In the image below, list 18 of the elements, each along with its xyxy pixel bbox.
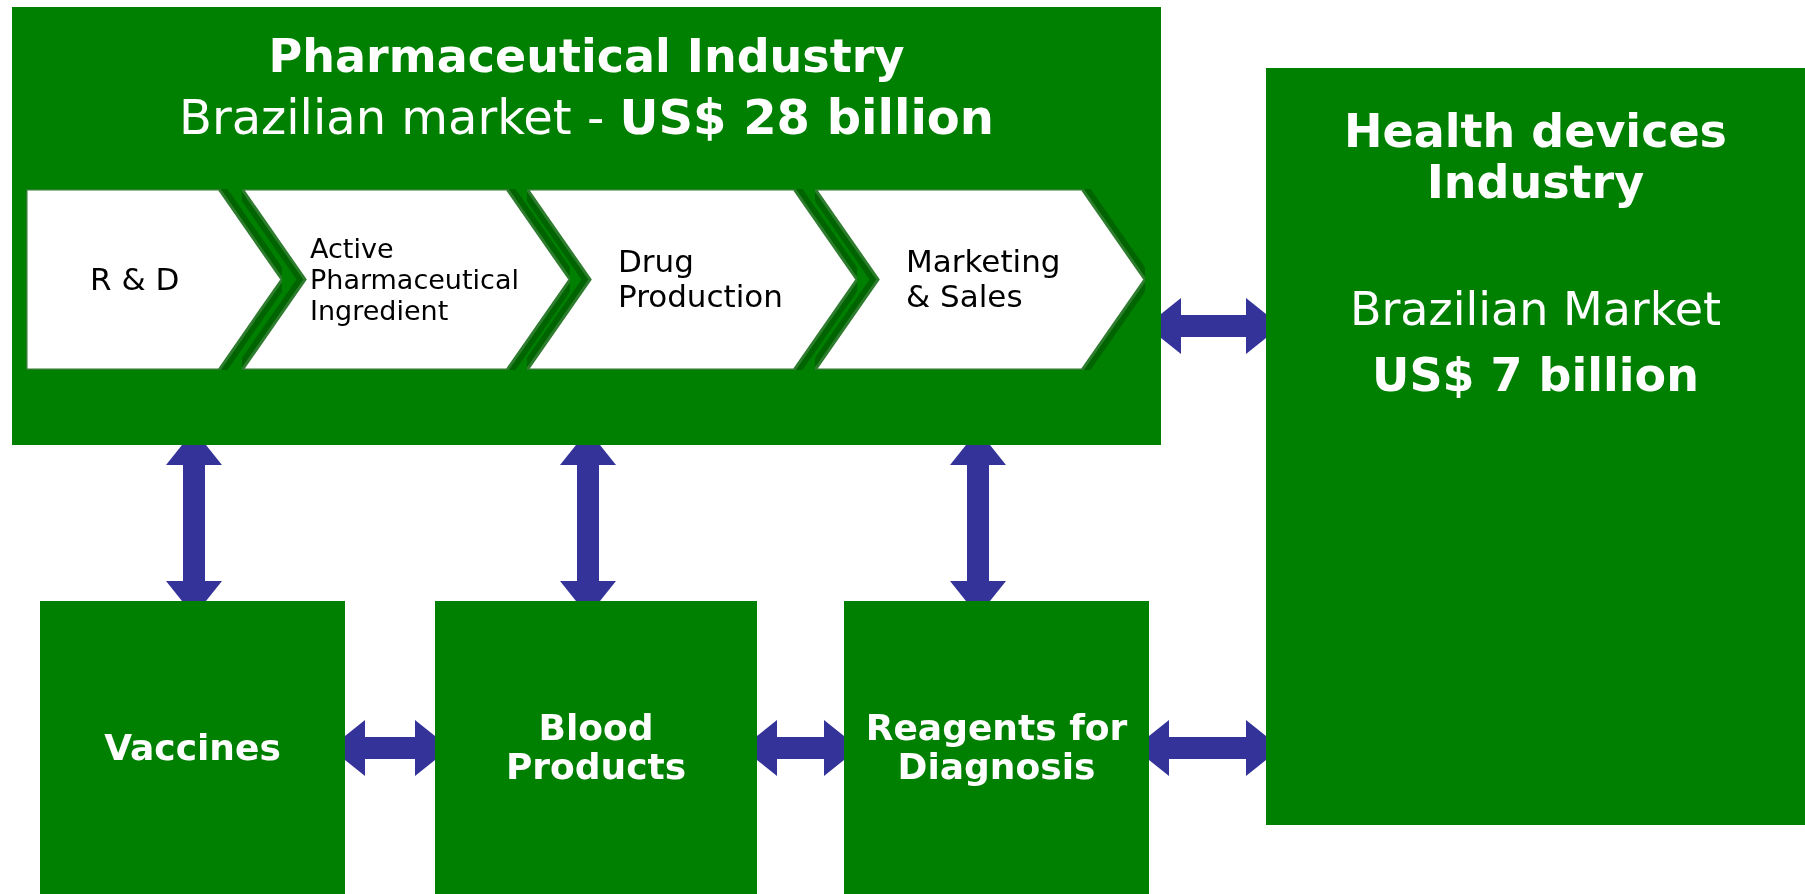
- step-label: Drug Production: [618, 243, 784, 316]
- market-value: US$ 7 billion: [1371, 350, 1700, 401]
- segment-box: [435, 601, 757, 894]
- market-value: Brazilian Market: [1348, 284, 1723, 335]
- step-label: R & D: [90, 261, 181, 298]
- segment-label: Vaccines: [103, 727, 282, 768]
- step-label: Marketing & Sales: [906, 243, 1062, 316]
- segment-box: [844, 601, 1149, 894]
- industry-panel: [1266, 68, 1805, 825]
- segment-box: [40, 601, 345, 894]
- chevron-step: [815, 189, 1145, 370]
- panel-title: Pharmaceutical Industry: [267, 31, 906, 82]
- segment-label: Reagents for Diagnosis: [864, 707, 1129, 788]
- market-value: Brazilian market - US$ 28 billion: [177, 91, 995, 144]
- industry-panel: [12, 7, 1161, 445]
- step-label: Active Pharmaceutical Ingredient: [310, 232, 520, 327]
- segment-label: Blood Products: [504, 707, 688, 788]
- panel-title: Health devices Industry: [1343, 106, 1728, 208]
